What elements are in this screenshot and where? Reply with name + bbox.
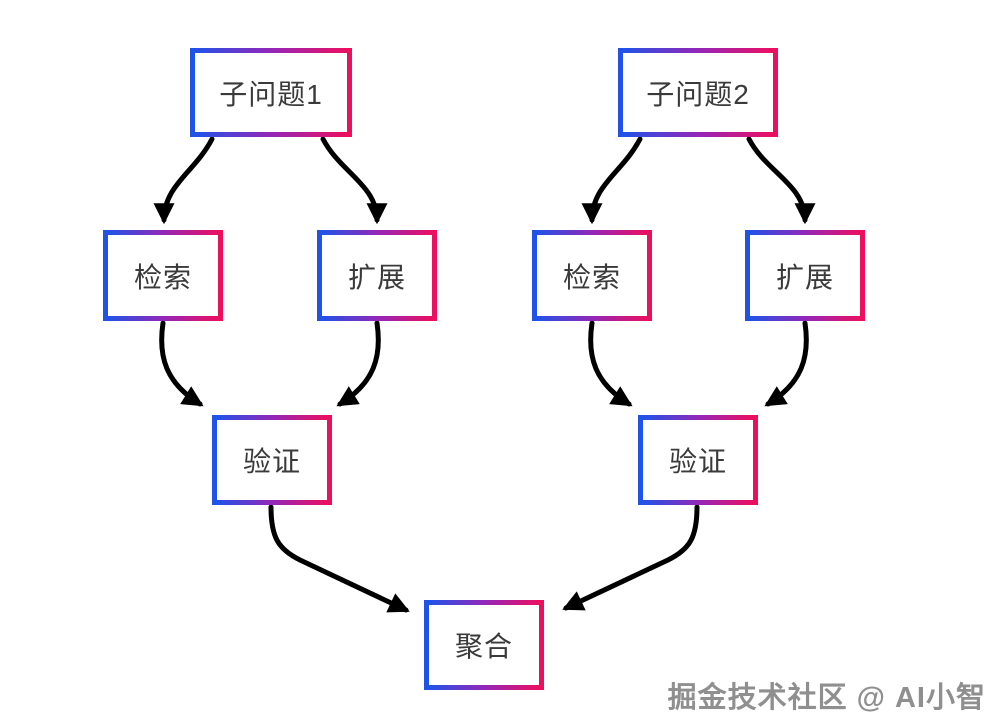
node-retrieval-2: 检索	[532, 230, 652, 321]
edge-sub2-retrieve2	[581, 136, 643, 225]
edge-verify1-aggregate	[268, 504, 410, 613]
edge-retrieve1-verify1	[159, 320, 204, 407]
edge-sub1-retrieve1	[153, 136, 215, 225]
node-expansion-2: 扩展	[745, 230, 865, 321]
node-aggregation: 聚合	[424, 600, 544, 690]
edge-expand1-verify1	[336, 320, 381, 407]
edge-sub1-expand1	[320, 136, 388, 225]
node-subproblem-2: 子问题2	[618, 48, 778, 137]
node-expansion-1: 扩展	[317, 230, 437, 321]
node-retrieval-1: 检索	[103, 230, 223, 321]
edge-expand2-verify2	[764, 320, 809, 407]
edge-verify2-aggregate	[562, 504, 700, 611]
watermark-text: 掘金技术社区 @ AI小智	[667, 682, 986, 714]
node-subproblem-1: 子问题1	[190, 48, 352, 137]
node-verification-1: 验证	[212, 415, 332, 505]
edge-retrieve2-verify2	[588, 320, 633, 407]
node-verification-2: 验证	[638, 415, 758, 505]
edge-sub2-expand2	[746, 136, 816, 225]
